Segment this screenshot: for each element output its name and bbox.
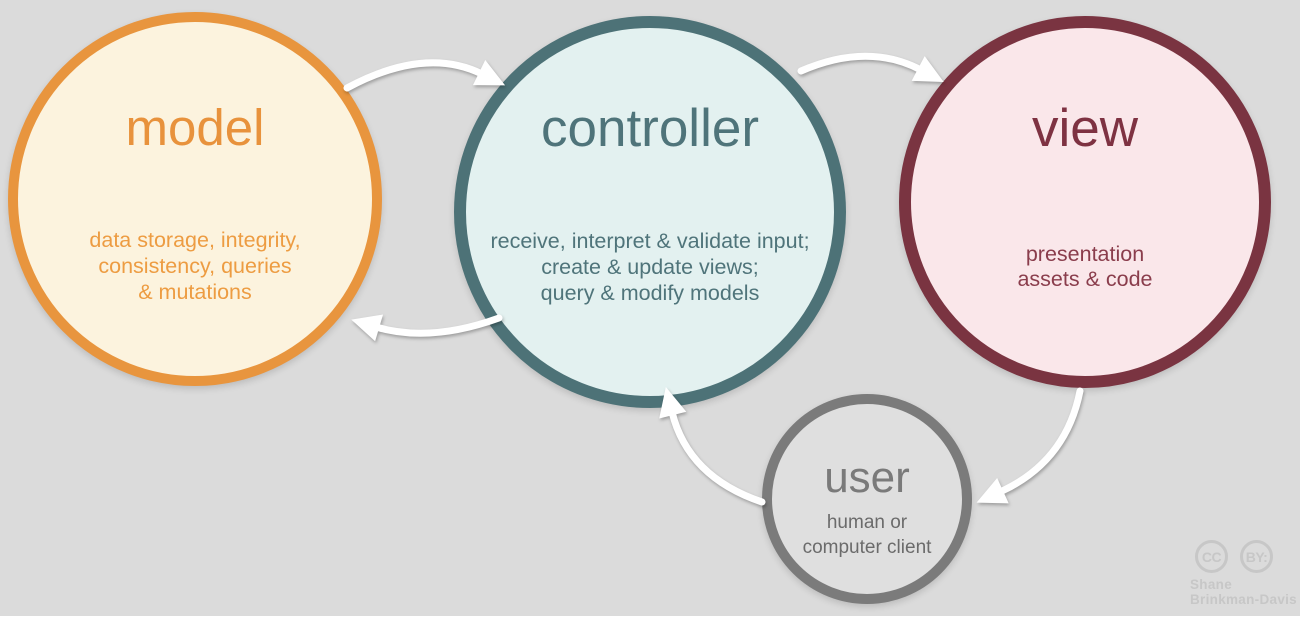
model-title: model bbox=[125, 99, 265, 156]
user-title: user bbox=[824, 453, 910, 502]
controller-description: receive, interpret & validate input; cre… bbox=[466, 228, 834, 306]
model-description-line: & mutations bbox=[138, 280, 252, 304]
cc-license-icon: CC bbox=[1195, 540, 1228, 573]
view-description: presentation assets & code bbox=[911, 242, 1259, 292]
node-model: model data storage, integrity, consisten… bbox=[8, 12, 382, 386]
cc-label: CC bbox=[1201, 548, 1222, 565]
view-title: view bbox=[1031, 99, 1139, 158]
node-user: user human or computer client bbox=[762, 394, 972, 604]
controller-description-line: create & update views; bbox=[541, 255, 759, 279]
view-description-line: presentation bbox=[1025, 242, 1145, 266]
controller-description-line: query & modify models bbox=[540, 281, 760, 305]
user-description-line: computer client bbox=[802, 537, 932, 558]
arrow-model-to-controller-icon bbox=[343, 59, 506, 92]
bottom-edge-strip bbox=[0, 616, 1300, 620]
view-description-line: assets & code bbox=[1017, 267, 1153, 291]
controller-title: controller bbox=[541, 99, 759, 158]
user-description-line: human or bbox=[826, 512, 908, 533]
author-name: Brinkman-Davis bbox=[1190, 592, 1297, 607]
controller-description-line: receive, interpret & validate input; bbox=[490, 229, 810, 253]
arrow-controller-to-model-icon bbox=[351, 314, 503, 342]
model-description-line: consistency, queries bbox=[98, 254, 292, 278]
node-controller: controller receive, interpret & validate… bbox=[454, 16, 846, 408]
by-label: BY: bbox=[1245, 548, 1268, 565]
cc-by-license-icon: BY: bbox=[1240, 540, 1273, 573]
arrow-user-to-controller-icon bbox=[659, 386, 766, 506]
model-description: data storage, integrity, consistency, qu… bbox=[18, 227, 372, 305]
model-description-line: data storage, integrity, bbox=[89, 228, 301, 252]
arrow-view-to-user-icon bbox=[976, 387, 1084, 504]
node-view: view presentation assets & code bbox=[899, 16, 1271, 388]
arrow-controller-to-view-icon bbox=[797, 52, 944, 83]
user-description: human or computer client bbox=[772, 510, 962, 560]
author-name: Shane bbox=[1190, 577, 1233, 592]
